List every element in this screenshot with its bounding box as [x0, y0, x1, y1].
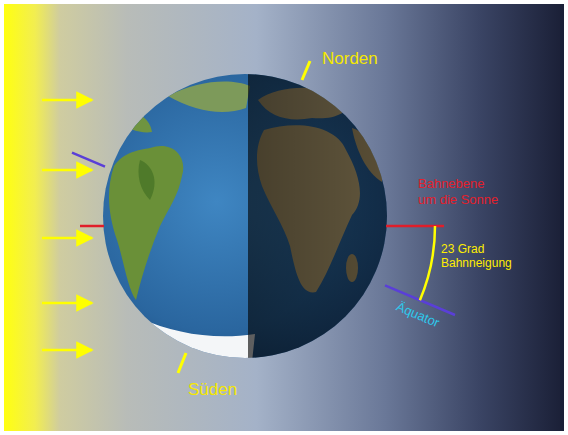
continents — [109, 60, 408, 380]
greenland — [168, 81, 250, 112]
antarctica — [140, 318, 255, 362]
axis-lines — [178, 61, 310, 373]
sun-ray — [42, 237, 92, 240]
tilt-angle-arc — [420, 226, 435, 300]
equator-label: Äquator — [394, 299, 442, 331]
sky-background — [4, 4, 564, 431]
night-side — [248, 60, 408, 380]
orbit-plane-label: Bahnebene um die Sonne — [418, 176, 502, 207]
south-america — [109, 146, 183, 300]
equator-line — [72, 153, 105, 167]
tilt-angle-label: 23 Grad Bahnneigung — [441, 242, 516, 271]
pole-label: Norden — [322, 49, 378, 69]
amazon — [138, 160, 154, 200]
orbit-plane — [80, 226, 444, 227]
sun-ray — [42, 99, 92, 102]
north-axis — [302, 61, 310, 80]
orbit-plane-line — [80, 225, 104, 228]
sun-ray — [42, 349, 92, 352]
south-axis — [178, 353, 186, 373]
sun-ray — [42, 302, 92, 305]
equator — [72, 153, 455, 315]
globe — [103, 60, 408, 380]
pole-label: Süden — [188, 380, 237, 400]
central-america — [118, 111, 152, 132]
sun-ray — [42, 169, 92, 172]
